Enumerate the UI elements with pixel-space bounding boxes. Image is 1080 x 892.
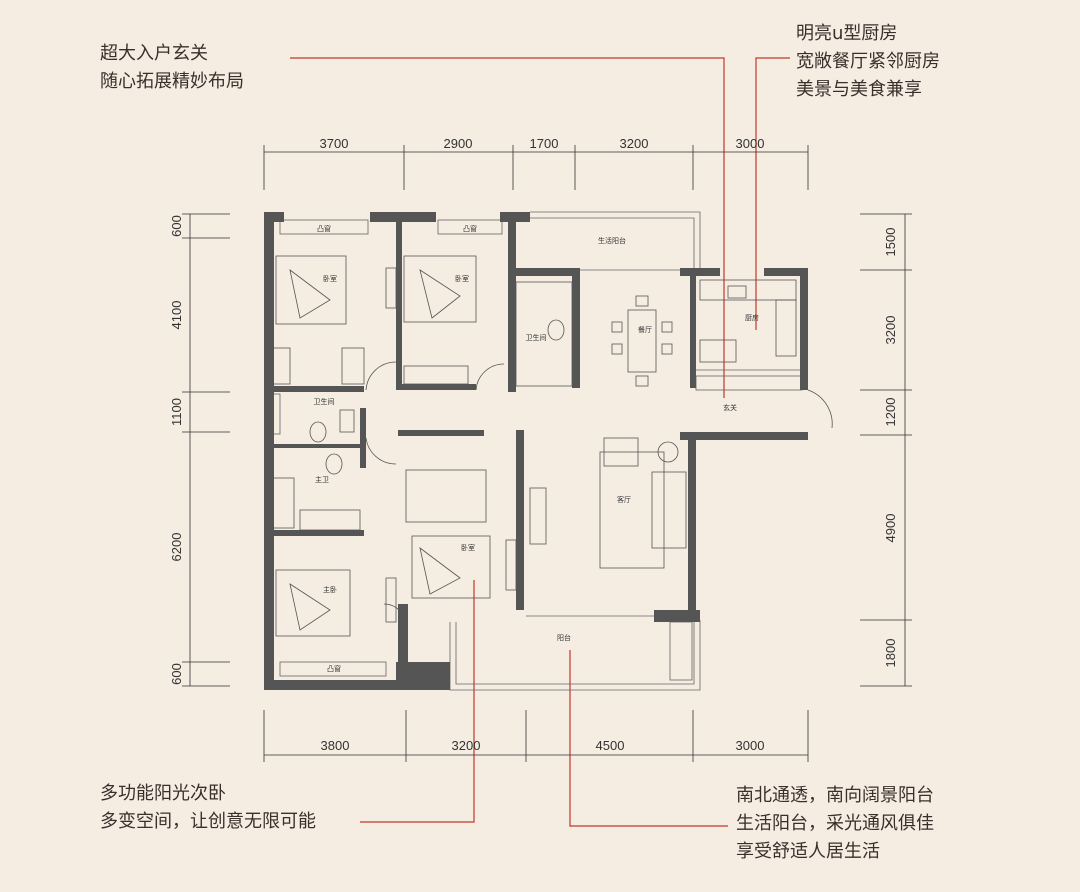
- annotation-balcony: 南北通透，南向阔景阳台 生活阳台，采光通风俱佳 享受舒适人居生活: [736, 782, 934, 866]
- room-label-bathroom-2: 卫生间: [526, 333, 547, 342]
- annotation-bedroom: 多功能阳光次卧 多变空间，让创意无限可能: [100, 780, 316, 836]
- dim-bottom-2: 3200: [452, 738, 481, 753]
- dim-right-4: 4900: [883, 514, 898, 543]
- dim-left-1: 600: [169, 215, 184, 237]
- leader-balcony: [569, 650, 728, 827]
- dim-top-3: 1700: [530, 136, 559, 151]
- room-label-kitchen: 厨房: [745, 313, 759, 322]
- dim-right-5: 1800: [883, 639, 898, 668]
- dim-top-4: 3200: [620, 136, 649, 151]
- dimension-lines: [182, 145, 912, 762]
- annotation-line: 多变空间，让创意无限可能: [100, 811, 316, 832]
- annotation-line: 明亮u型厨房: [796, 23, 898, 44]
- annotation-line: 多功能阳光次卧: [100, 783, 226, 804]
- dim-left-4: 6200: [169, 533, 184, 562]
- room-label-bedroom-3: 卧室: [461, 543, 475, 552]
- dim-bottom-4: 3000: [736, 738, 765, 753]
- room-label-bathroom-1: 卫生间: [314, 397, 335, 406]
- room-label-bay-window-1: 凸窗: [317, 224, 331, 233]
- annotation-line: 南北通透，南向阔景阳台: [736, 785, 934, 806]
- walls: [264, 212, 808, 690]
- leader-kitchen: [755, 57, 790, 330]
- room-label-entrance: 玄关: [723, 403, 737, 412]
- leader-entrance: [290, 57, 725, 398]
- annotation-entrance: 超大入户玄关 随心拓展精妙布局: [100, 40, 244, 96]
- dim-right-3: 1200: [883, 398, 898, 427]
- dim-bottom-3: 4500: [596, 738, 625, 753]
- dim-right-1: 1500: [883, 228, 898, 257]
- annotation-line: 享受舒适人居生活: [736, 841, 880, 862]
- leader-bedroom: [360, 580, 475, 823]
- dim-top-2: 2900: [444, 136, 473, 151]
- room-label-master-bath: 主卫: [315, 475, 329, 484]
- annotation-line: 生活阳台，采光通风俱佳: [736, 813, 934, 834]
- room-label-bedroom-2: 卧室: [455, 274, 469, 283]
- room-label-bay-window-2: 凸窗: [463, 224, 477, 233]
- room-label-balcony: 阳台: [557, 633, 571, 642]
- room-label-master-bedroom: 主卧: [323, 585, 337, 594]
- dim-top-1: 3700: [320, 136, 349, 151]
- room-label-dining: 餐厅: [638, 325, 652, 334]
- annotation-line: 宽敞餐厅紧邻厨房: [796, 51, 940, 72]
- furniture: [269, 255, 833, 637]
- room-label-living: 客厅: [617, 495, 631, 504]
- room-label-bedroom-1: 卧室: [323, 274, 337, 283]
- dim-left-3: 1100: [169, 398, 184, 426]
- room-label-bay-window-3: 凸窗: [327, 664, 341, 673]
- annotation-kitchen: 明亮u型厨房 宽敞餐厅紧邻厨房 美景与美食兼享: [796, 20, 940, 104]
- leader-lines: [290, 57, 790, 827]
- annotation-line: 随心拓展精妙布局: [100, 71, 244, 92]
- dim-top-5: 3000: [736, 136, 765, 151]
- annotation-line: 美景与美食兼享: [796, 79, 922, 100]
- dim-left-2: 4100: [169, 301, 184, 330]
- dim-bottom-1: 3800: [321, 738, 350, 753]
- dim-left-5: 600: [169, 663, 184, 685]
- dim-right-2: 3200: [883, 316, 898, 345]
- room-label-living-balcony: 生活阳台: [598, 236, 626, 245]
- annotation-line: 超大入户玄关: [100, 43, 208, 64]
